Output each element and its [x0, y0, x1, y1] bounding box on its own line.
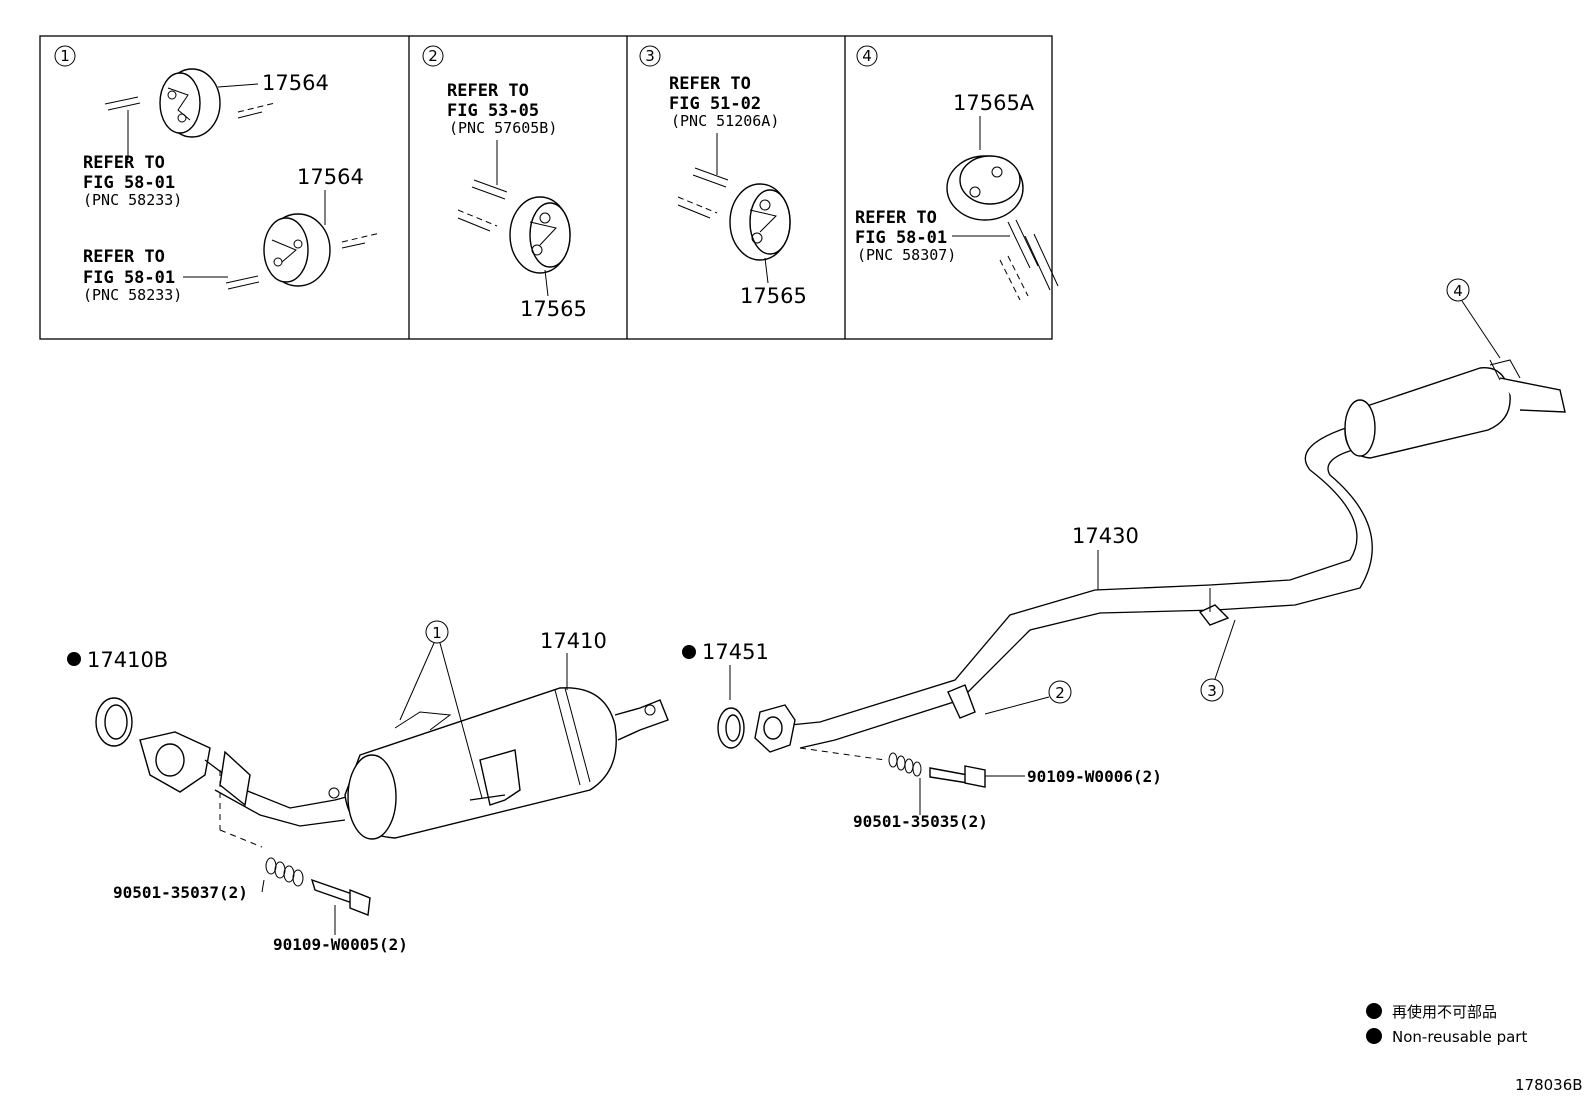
callout-3: 3 [1200, 619, 1236, 702]
inset-1-part-b: 17564 [297, 165, 364, 189]
converter-label: 17410 [540, 629, 607, 653]
inset-4-number: 4 [862, 47, 872, 65]
gasket-17410b: 17410B [67, 648, 168, 747]
inset-4-part: 17565A [953, 91, 1035, 115]
callout-1: 1 [399, 620, 483, 799]
legend: 再使用不可部品 Non-reusable part [1366, 1003, 1527, 1046]
inset-2-ref-line3: (PNC 57605B) [449, 119, 557, 137]
inset-4: 4 17565A REFER TO FIG 58-01 (PNC 58307) [855, 45, 1059, 301]
callout-3-number: 3 [1207, 682, 1217, 700]
inset-3: 3 REFER TO FIG 51-02 (PNC 51206A) 17565 [639, 45, 807, 308]
rubber-hanger-c [509, 196, 571, 274]
inset-2-ref-line2: FIG 53-05 [447, 101, 539, 121]
callout-2: 2 [984, 680, 1072, 715]
legend-en: Non-reusable part [1392, 1028, 1527, 1046]
spring-front-label: 90501-35037(2) [113, 883, 248, 902]
muffler [1344, 359, 1566, 459]
inset-4-ref-line1: REFER TO [855, 208, 937, 228]
rubber-hanger-d [729, 183, 791, 261]
inset-2: 2 REFER TO FIG 53-05 (PNC 57605B) 17565 [422, 45, 587, 321]
legend-bullet-en [1366, 1028, 1382, 1044]
inset-4-ref-line2: FIG 58-01 [855, 228, 947, 248]
inset-1-ref-b-line2: FIG 58-01 [83, 268, 175, 288]
inset-1-ref-a-line1: REFER TO [83, 153, 165, 173]
inset-4-ref-line3: (PNC 58307) [857, 246, 956, 264]
spring-rear-label: 90501-35035(2) [853, 812, 988, 831]
callout-4-number: 4 [1453, 282, 1463, 300]
inset-3-ref-line3: (PNC 51206A) [671, 112, 779, 130]
inset-1-part-a: 17564 [262, 71, 329, 95]
figure-id: 178036B [1515, 1076, 1583, 1094]
inset-1-ref-b-line1: REFER TO [83, 247, 165, 267]
inset-2-ref-line1: REFER TO [447, 81, 529, 101]
callout-4: 4 [1446, 278, 1501, 359]
rear-fasteners [799, 747, 1025, 815]
inset-1-ref-a-line2: FIG 58-01 [83, 173, 175, 193]
inset-2-part: 17565 [520, 297, 587, 321]
gasket-mid-label: 17451 [702, 640, 769, 664]
inset-1: 1 17564 REFER TO FIG 58-01 (PNC 58233) 1… [54, 45, 381, 304]
inset-panels [39, 35, 1053, 340]
rubber-hanger-e [946, 155, 1024, 221]
rubber-hanger-a [159, 68, 221, 138]
inset-3-number: 3 [645, 47, 655, 65]
inset-2-number: 2 [428, 47, 438, 65]
gasket-front-label: 17410B [87, 648, 168, 672]
callout-2-number: 2 [1055, 684, 1065, 702]
front-pipe [139, 731, 351, 848]
tail-pipe-17430 [754, 424, 1373, 753]
bolt-rear-label: 90109-W0006(2) [1027, 767, 1162, 786]
tail-pipe-label: 17430 [1072, 524, 1139, 548]
inset-3-ref-line1: REFER TO [669, 74, 751, 94]
inset-1-number: 1 [60, 47, 70, 65]
callout-1-number: 1 [432, 624, 442, 642]
inset-1-ref-b-line3: (PNC 58233) [83, 286, 182, 304]
front-fasteners [261, 857, 371, 935]
gasket-17451: 17451 [682, 640, 769, 749]
bolt-front-label: 90109-W0005(2) [273, 935, 408, 954]
inset-1-ref-a-line3: (PNC 58233) [83, 191, 182, 209]
inset-3-part: 17565 [740, 284, 807, 308]
rubber-hanger-b [263, 213, 331, 287]
inset-3-ref-line2: FIG 51-02 [669, 94, 761, 114]
legend-jp: 再使用不可部品 [1392, 1003, 1497, 1021]
catalytic-converter-17410 [328, 687, 669, 840]
legend-bullet-jp [1366, 1003, 1382, 1019]
